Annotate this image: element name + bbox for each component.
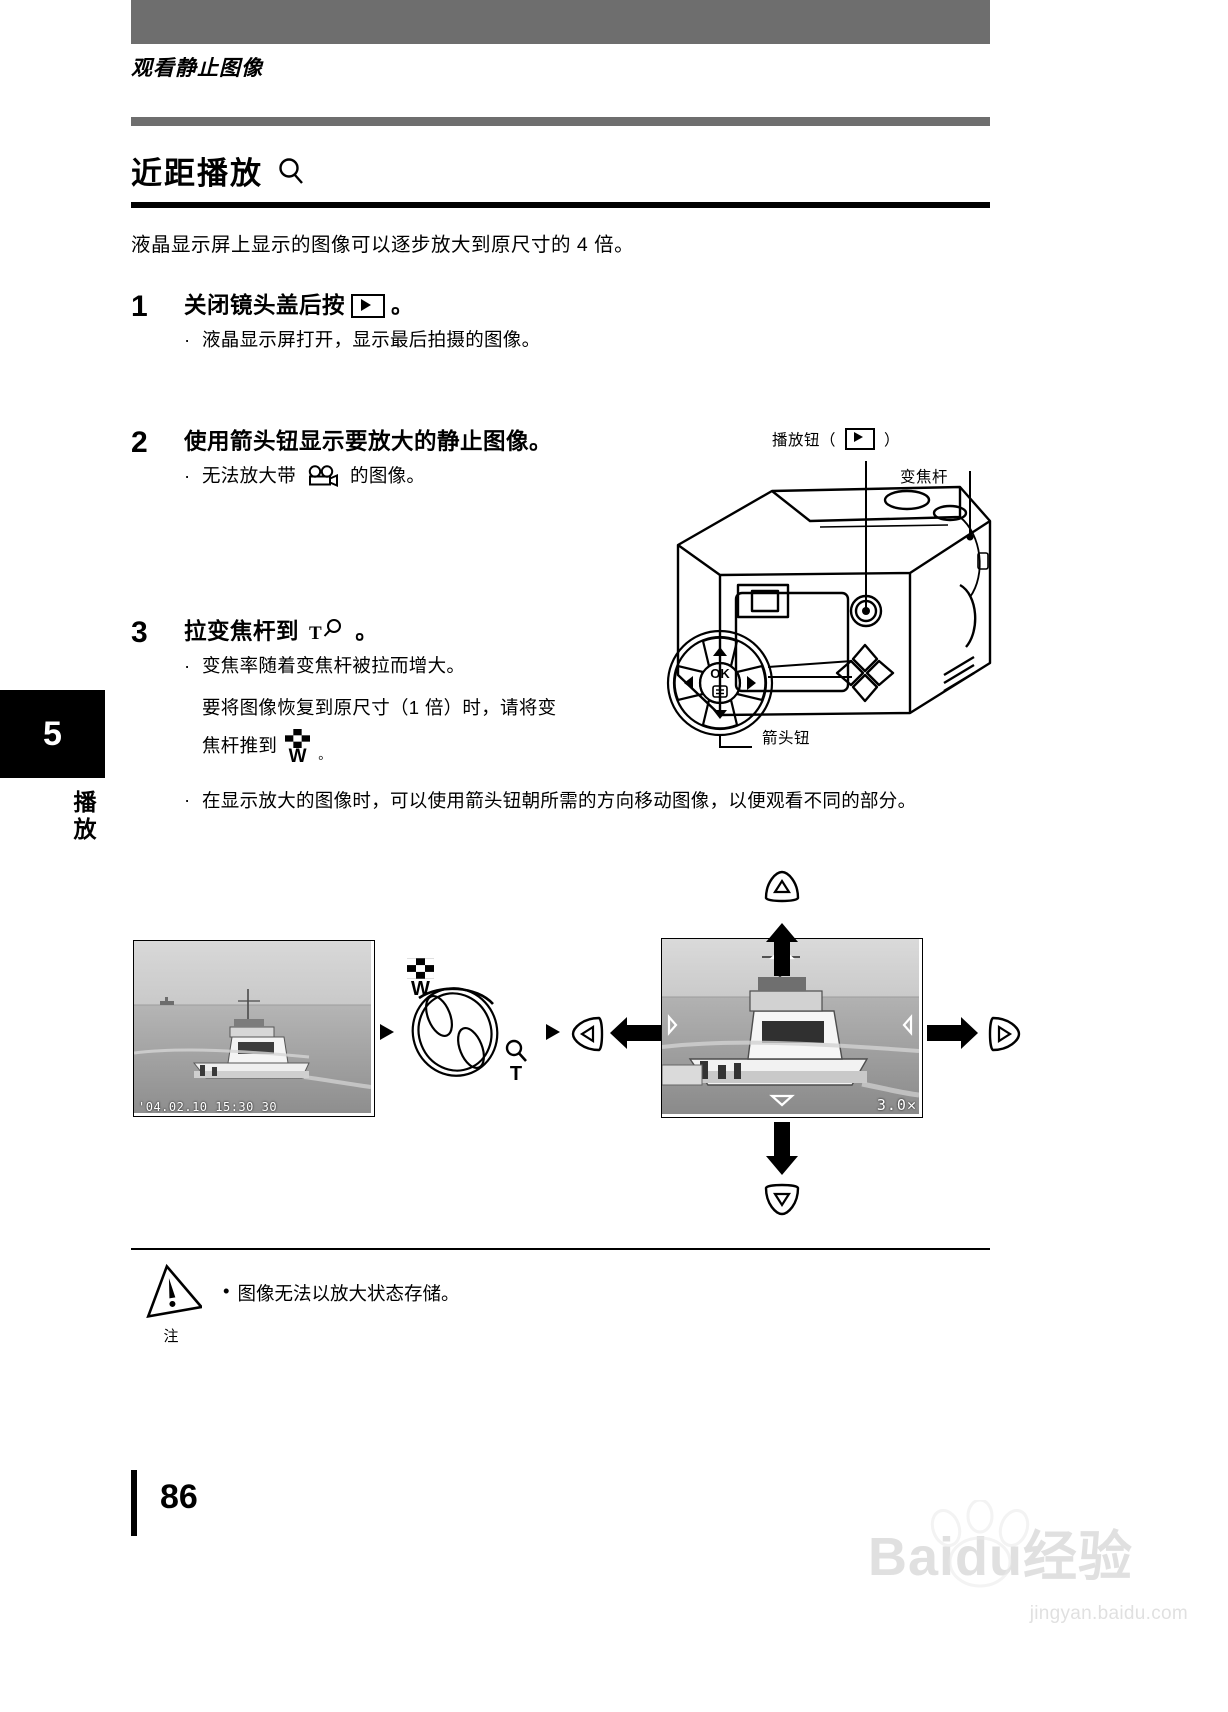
page-number-rule <box>131 1470 137 1536</box>
step-3: 3 拉变焦杆到 T 。 · 变焦率随着变焦杆被拉而增大。 <box>131 616 921 816</box>
note-text-wrap: • 图像无法以放大状态存储。 <box>223 1262 460 1346</box>
subtext-line-2: 焦杆推到 <box>202 735 278 757</box>
osd-arrow-right <box>902 1014 913 1036</box>
header-divider-rule <box>131 117 990 126</box>
photo-normal: '04.02.10 15:30 30 <box>133 940 375 1117</box>
tele-letter: T <box>509 1063 523 1085</box>
warning-exclamation-icon <box>146 1263 204 1319</box>
arrow-right-icon <box>377 1022 397 1047</box>
wide-checker-icon: W <box>285 728 311 767</box>
step-2: 2 使用箭头钮显示要放大的静止图像。 · 无法放大带 <box>131 428 552 490</box>
step-title-suffix: 。 <box>355 619 379 644</box>
subtext-line-1: 要将图像恢复到原尺寸（1 倍）时，请将变 <box>202 696 557 718</box>
zoom-level-indicator: 3.0✕ <box>876 1096 917 1114</box>
bullet-text: 液晶显示屏打开，显示最后拍摄的图像。 <box>202 329 541 351</box>
step-title-text: 关闭镜头盖后按 <box>184 293 346 318</box>
arrow-down-icon <box>765 1122 799 1183</box>
running-title: 观看静止图像 <box>131 57 263 80</box>
wide-letter: W <box>288 745 307 767</box>
note-block: 注 • 图像无法以放大状态存储。 <box>131 1262 991 1346</box>
arrow-left-key <box>569 1014 609 1059</box>
camera-illustration: OK <box>660 425 1020 765</box>
step-number: 2 <box>131 426 148 459</box>
chapter-tab: 5 <box>0 690 105 778</box>
bullet-text: 变焦率随着变焦杆被拉而增大。 <box>202 655 466 677</box>
playback-button-icon <box>351 294 386 319</box>
step-title: 使用箭头钮显示要放大的静止图像。 <box>184 428 552 456</box>
arrow-pad-callout: 箭头钮 <box>762 730 811 747</box>
tele-magnifier-icon: T <box>309 618 345 646</box>
arrow-up-key <box>762 868 802 913</box>
step-bullet: · 无法放大带 的图像。 <box>184 463 552 490</box>
watermark-url: jingyan.baidu.com <box>1029 1603 1188 1624</box>
arrow-right-icon <box>927 1016 979 1055</box>
header-grey-bar <box>131 0 990 44</box>
ok-label: OK <box>710 666 730 681</box>
wide-letter: W <box>411 978 430 1000</box>
step-bullet: · 液晶显示屏打开，显示最后拍摄的图像。 <box>184 327 540 354</box>
magnifier-icon <box>505 1039 527 1062</box>
step-title-text: 拉变焦杆到 <box>184 619 300 644</box>
chapter-number: 5 <box>43 714 62 753</box>
bullet-dot: · <box>184 465 191 487</box>
arrow-up-icon <box>765 920 799 981</box>
arrow-left-icon <box>609 1016 661 1055</box>
note-divider <box>131 1248 990 1250</box>
note-bullet: • <box>223 1280 230 1301</box>
arrow-down-key <box>762 1178 802 1223</box>
watermark-brand: Baidu经验 <box>868 1527 1134 1587</box>
section-heading: 近距播放 <box>131 148 991 193</box>
chapter-tab-label: 播放 <box>70 790 96 844</box>
photo-magnified: 3.0✕ <box>661 938 923 1118</box>
bullet-dot: · <box>184 655 191 677</box>
bullet-dot: · <box>184 329 191 351</box>
playback-button-callout: 播放钮（ ） <box>772 428 900 450</box>
osd-arrow-down <box>769 1094 795 1107</box>
step-title: 关闭镜头盖后按 。 <box>184 292 540 320</box>
osd-arrow-left <box>667 1014 678 1036</box>
subtext-line-2-suffix: 。 <box>318 746 332 762</box>
playback-button-icon <box>845 428 876 450</box>
step-title: 拉变焦杆到 T 。 <box>184 618 921 646</box>
step-title-suffix: 。 <box>391 293 415 318</box>
step-bullet: · 在显示放大的图像时，可以使用箭头钮朝所需的方向移动图像，以便观看不同的部分。 <box>184 787 921 816</box>
magnification-figure: '04.02.10 15:30 30 <box>131 870 1021 1230</box>
wide-indicator: W <box>407 958 434 999</box>
callout-text: 播放钮（ <box>772 432 837 449</box>
bullet-text: 无法放大带 <box>202 465 297 487</box>
step-bullet: · 变焦率随着变焦杆被拉而增大。 <box>184 653 921 680</box>
tele-indicator: T <box>503 1038 529 1084</box>
arrow-right-icon <box>543 1022 563 1047</box>
zoom-lever-callout: 变焦杆 <box>900 469 949 486</box>
page-number: 86 <box>160 1478 198 1516</box>
step-number: 1 <box>131 290 148 323</box>
section-intro: 液晶显示屏上显示的图像可以逐步放大到原尺寸的 4 倍。 <box>131 234 635 256</box>
note-text: 图像无法以放大状态存储。 <box>237 1283 460 1304</box>
tele-letter: T <box>309 623 323 645</box>
note-icon-wrap: 注 <box>131 1262 211 1346</box>
step-1: 1 关闭镜头盖后按 。 · 液晶显示屏打开，显示最后拍摄的图像。 <box>131 292 540 354</box>
paw-icon <box>918 1498 1048 1595</box>
movie-camera-icon <box>306 464 340 489</box>
section-title: 近距播放 <box>131 156 263 191</box>
watermark: Baidu经验 jingyan.baidu.com <box>868 1498 1188 1662</box>
photo-timestamp: '04.02.10 15:30 30 <box>138 1100 278 1114</box>
section-underline <box>131 202 990 208</box>
bullet-text: 在显示放大的图像时，可以使用箭头钮朝所需的方向移动图像，以便观看不同的部分。 <box>202 789 917 811</box>
step-subtext: 要将图像恢复到原尺寸（1 倍）时，请将变 焦杆推到 <box>202 694 921 767</box>
zoom-lever-graphic <box>395 964 535 1094</box>
step-title-text: 使用箭头钮显示要放大的静止图像。 <box>184 429 553 454</box>
arrow-right-key <box>983 1014 1023 1059</box>
bullet-text-suffix: 的图像。 <box>350 465 426 487</box>
magnifier-icon <box>275 155 307 187</box>
note-caption: 注 <box>163 1328 179 1345</box>
bullet-dot: · <box>184 788 191 810</box>
callout-text-suffix: ） <box>884 432 901 449</box>
step-number: 3 <box>131 616 148 649</box>
